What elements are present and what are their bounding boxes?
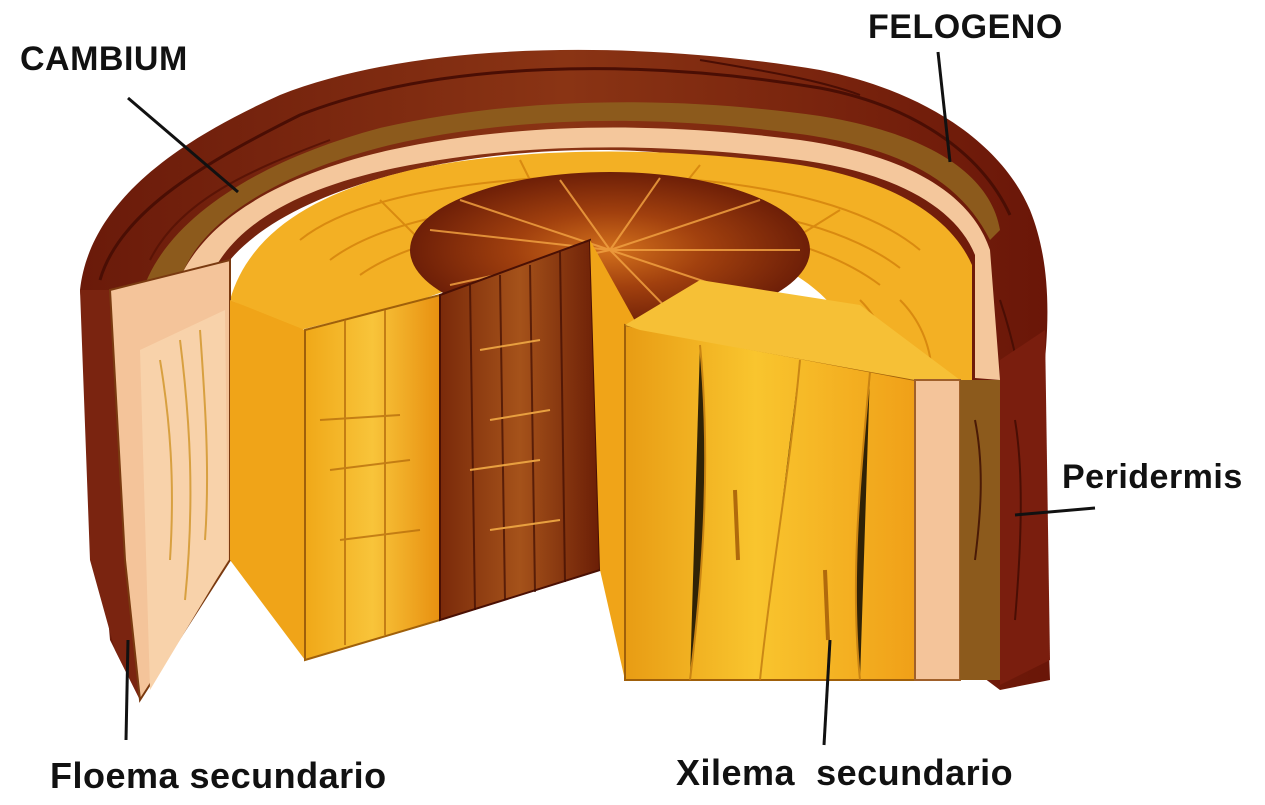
label-cambium: CAMBIUM xyxy=(20,40,188,79)
secondary-xylem-left-wall xyxy=(230,295,440,660)
label-felogeno: FELOGENO xyxy=(868,8,1063,47)
inner-cut-face xyxy=(440,240,600,620)
label-peridermis: Peridermis xyxy=(1062,458,1243,497)
floema-leader-line xyxy=(126,640,128,740)
phloem-flap-left xyxy=(80,260,230,700)
label-floema-secundario: Floema secundario xyxy=(50,755,387,797)
bark-right-cut xyxy=(915,330,1050,685)
label-xilema-secundario: Xilema secundario xyxy=(676,752,1013,794)
